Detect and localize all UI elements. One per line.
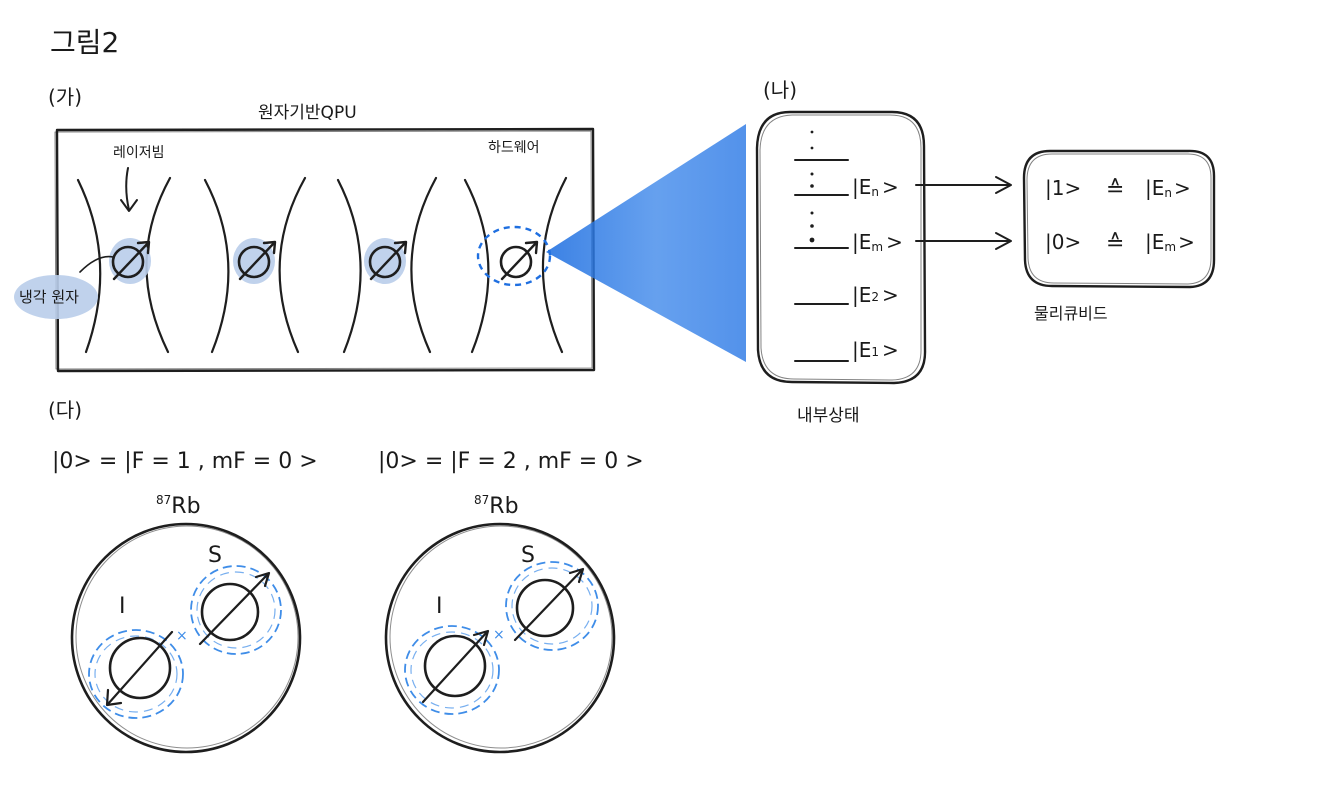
cold-atom-callout: 냉각 원자 [14,255,114,319]
svg-text:|En>: |En> [852,175,899,199]
svg-text:×: × [176,628,188,644]
isotope-2: 87Rb [474,493,519,519]
rb-atom-F1: × I S [70,522,302,754]
energy-levels [794,130,849,362]
panel-a-label: (가) [48,85,82,109]
nuclear-spin-1 [108,636,172,700]
state-formula-1: |0> = |F = 1 , mF = 0 > [52,449,318,474]
svg-text:|En>: |En> [1145,176,1191,200]
svg-text:|1>: |1> [1045,176,1081,200]
hardware-label: 하드웨어 [488,140,540,156]
tweezer-curves [76,176,568,354]
svg-text:|0>: |0> [1045,230,1081,254]
atom-4-highlighted [476,225,552,287]
qubit-map-0: |0> ≙ |Em> [1045,230,1195,256]
figure-title: 그림2 [50,26,119,59]
nuclear-spin-label-1: I [119,594,126,619]
svg-text:≙: ≙ [1106,231,1124,256]
physical-qubit-box [1022,149,1216,289]
electron-spin-1 [200,582,260,642]
physical-qubit-label: 물리큐비드 [1034,304,1108,323]
atom-2 [233,238,277,284]
level-E2: |E2> [852,283,899,307]
cold-atom-label: 냉각 원자 [19,288,79,306]
level-Em: |Em> [852,230,903,254]
state-formula-2: |0> = |F = 2 , mF = 0 > [378,449,644,474]
nuclear-spin-label-2: I [436,594,443,619]
qpu-title: 원자기반QPU [258,103,357,123]
electron-spin-label-2: S [521,543,535,568]
svg-text:|E1>: |E1> [852,338,899,362]
svg-text:|Em>: |Em> [852,230,903,254]
electron-spin-label-1: S [208,543,222,568]
internal-states-box [755,110,927,385]
level-E1: |E1> [852,338,899,362]
level-En: |En> [852,175,899,199]
qubit-map-1: |1> ≙ |En> [1045,176,1191,202]
panel-b: (나) |En> |Em> |E2> |E1> [755,78,1216,426]
isotope-1: 87Rb [156,493,201,519]
nuclear-spin-2 [423,634,487,698]
panel-a: (가) 원자기반QPU 레이저빔 하드웨어 [14,85,746,373]
laser-arrow [125,167,130,211]
internal-states-label: 내부상태 [797,406,860,426]
rb-atom-F2: × I S [384,522,616,754]
panel-b-label: (나) [763,78,797,102]
svg-text:|Em>: |Em> [1145,230,1195,254]
atom-3 [364,238,408,284]
laser-beam-label: 레이저빔 [113,145,165,161]
svg-text:×: × [493,627,505,643]
svg-text:≙: ≙ [1106,177,1124,202]
svg-text:|E2>: |E2> [852,283,899,307]
panel-c-label: (다) [48,398,82,422]
zoom-beam [546,124,746,362]
atom-1 [109,238,151,284]
panel-c: (다) |0> = |F = 1 , mF = 0 > |0> = |F = 2… [48,398,644,754]
electron-spin-2 [515,578,575,638]
